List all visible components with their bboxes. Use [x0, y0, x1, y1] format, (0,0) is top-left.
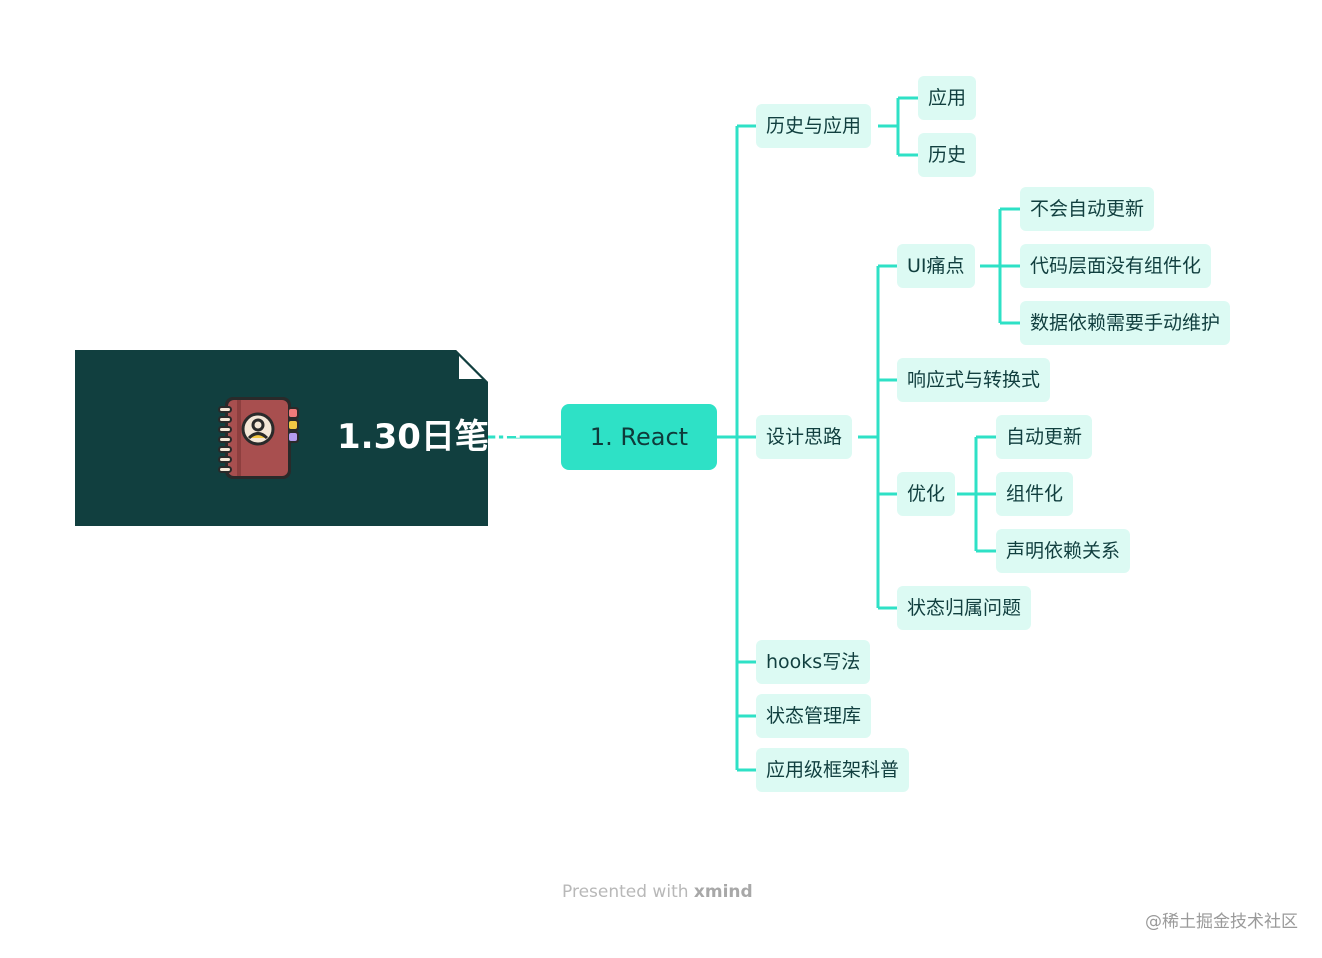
- footer-brand: xmind: [693, 882, 753, 902]
- main-topic-react[interactable]: 1. React: [561, 404, 717, 470]
- topic-auto-update[interactable]: 自动更新: [996, 415, 1093, 459]
- notebook-contact-icon: [213, 393, 303, 483]
- root-topic[interactable]: 1.30日笔记: [75, 350, 523, 526]
- page-fold-corner: [456, 350, 488, 382]
- topic-history-and-application[interactable]: 历史与应用: [756, 104, 872, 148]
- connector-ui-children: [980, 207, 1020, 325]
- connector-design-children: [858, 264, 897, 610]
- topic-no-componentization[interactable]: 代码层面没有组件化: [1020, 244, 1212, 288]
- topic-app-framework-intro[interactable]: 应用级框架科普: [756, 748, 910, 792]
- connector-history-children: [878, 96, 918, 157]
- topic-reactive-vs-transformational[interactable]: 响应式与转换式: [897, 358, 1051, 402]
- topic-application[interactable]: 应用: [918, 76, 977, 120]
- topic-state-management-library[interactable]: 状态管理库: [756, 694, 872, 738]
- topic-manual-dependency-maintenance[interactable]: 数据依赖需要手动维护: [1020, 301, 1231, 345]
- topic-optimization[interactable]: 优化: [897, 472, 956, 516]
- watermark: @稀土掘金技术社区: [1145, 912, 1298, 932]
- topic-state-ownership[interactable]: 状态归属问题: [897, 586, 1032, 630]
- topic-declare-dependencies[interactable]: 声明依赖关系: [996, 529, 1131, 573]
- footer-presented-text: Presented with: [562, 882, 689, 902]
- topic-design-thinking[interactable]: 设计思路: [756, 415, 853, 459]
- topic-no-auto-update[interactable]: 不会自动更新: [1020, 187, 1155, 231]
- topic-history[interactable]: 历史: [918, 133, 977, 177]
- topic-hooks-style[interactable]: hooks写法: [756, 640, 871, 684]
- topic-ui-pain-points[interactable]: UI痛点: [897, 244, 975, 288]
- presented-with-footer: Presented with xmind: [562, 879, 753, 905]
- topic-componentization[interactable]: 组件化: [996, 472, 1074, 516]
- root-title: 1.30日笔记: [337, 417, 523, 457]
- connector-optimize-children: [957, 435, 996, 553]
- main-topic-label: 1. React: [589, 423, 689, 451]
